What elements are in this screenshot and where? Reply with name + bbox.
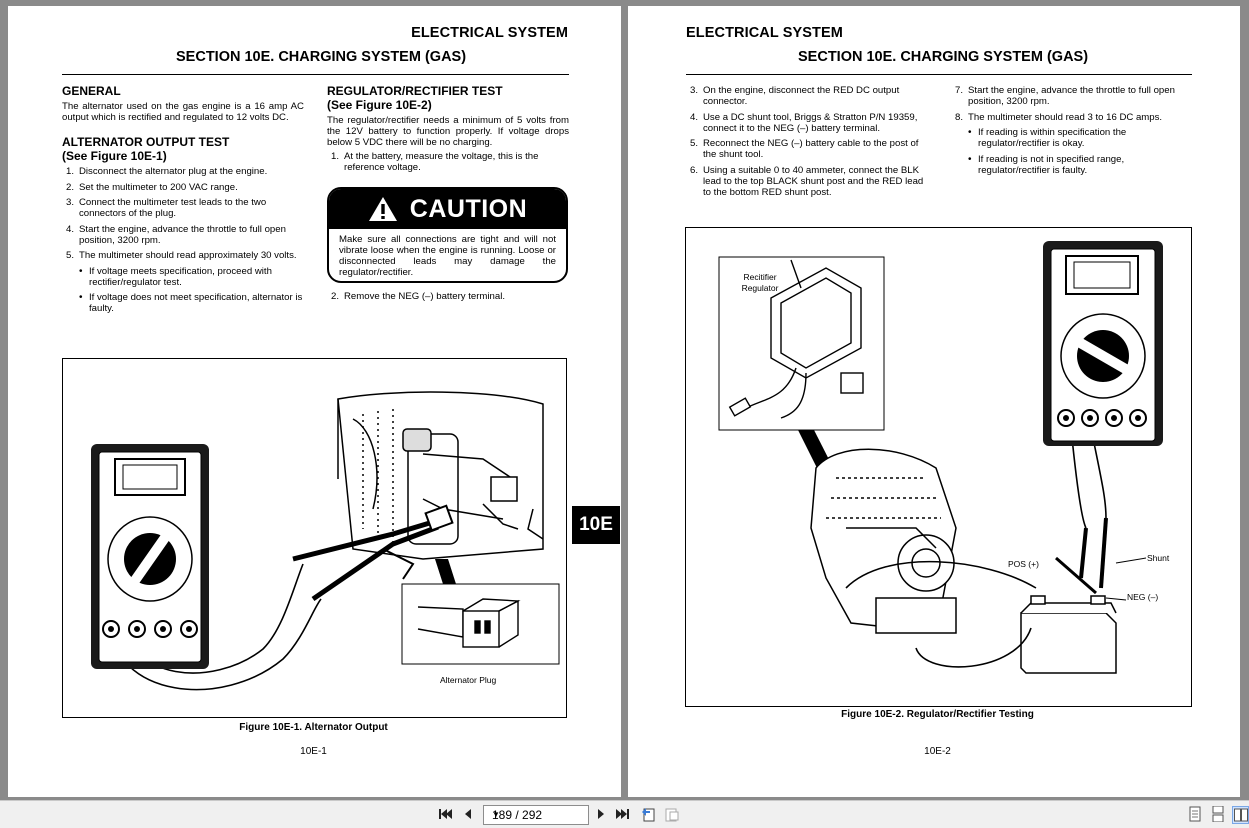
regulator-test-text: The regulator/rectifier needs a minimum … <box>327 115 569 148</box>
back-view-icon <box>642 808 655 822</box>
list-item: 5.The multimeter should read approximate… <box>66 250 297 261</box>
list-item: 2.Remove the NEG (–) battery terminal. <box>331 291 506 302</box>
caution-header: CAUTION <box>329 189 566 229</box>
last-page-button[interactable] <box>615 806 631 822</box>
list-item: 1.At the battery, measure the voltage, t… <box>331 151 539 173</box>
right-section-title: SECTION 10E. CHARGING SYSTEM (GAS) <box>798 49 1089 65</box>
previous-page-icon <box>465 809 471 819</box>
single-page-view-button[interactable] <box>1187 806 1203 822</box>
caution-text: Make sure all connections are tight and … <box>339 234 556 278</box>
list-item: If reading is not in specified range, re… <box>951 154 1192 176</box>
go-back-view-button[interactable] <box>640 806 656 822</box>
figure-alternator-output: Alternator Plug <box>62 358 567 718</box>
alternator-steps: 1.Disconnect the alternator plug at the … <box>62 166 304 261</box>
next-page-button[interactable] <box>593 806 609 822</box>
last-page-icon <box>616 809 629 819</box>
list-item: 1.Disconnect the alternator plug at the … <box>66 166 268 177</box>
left-header-title: ELECTRICAL SYSTEM <box>411 25 568 41</box>
regulator-test-heading: REGULATOR/RECTIFIER TEST <box>327 84 503 98</box>
go-forward-view-button[interactable] <box>664 806 680 822</box>
shunt-label: Shunt <box>1147 553 1170 563</box>
regulator-step-1: 1.At the battery, measure the voltage, t… <box>327 151 569 173</box>
regulator-step-2: 2.Remove the NEG (–) battery terminal. <box>327 291 569 307</box>
alternator-test-subheading: (See Figure 10E-1) <box>62 149 167 163</box>
section-tab: 10E <box>572 506 620 544</box>
right-page: ELECTRICAL SYSTEM SECTION 10E. CHARGING … <box>628 6 1240 797</box>
list-item: 3.On the engine, disconnect the RED DC o… <box>690 85 900 107</box>
alternator-plug-label: Alternator Plug <box>440 675 497 685</box>
neg-label: NEG (–) <box>1127 592 1159 602</box>
alternator-illustration <box>91 391 560 691</box>
figure-regulator-testing: Recitifier Regulator POS (+) Shunt NEG (… <box>685 227 1192 707</box>
right-steps-col-1: 3.On the engine, disconnect the RED DC o… <box>686 85 926 202</box>
right-page-number: 10E-2 <box>924 746 951 757</box>
pos-label: POS (+) <box>1008 559 1039 569</box>
right-bullets: If reading is within specification the r… <box>951 127 1192 176</box>
rectifier-label: Recitifier <box>743 272 777 282</box>
left-page: ELECTRICAL SYSTEM SECTION 10E. CHARGING … <box>8 6 621 797</box>
list-item: 2.Set the multimeter to 200 VAC range. <box>66 181 238 193</box>
regulator-illustration <box>718 241 1163 674</box>
general-text: The alternator used on the gas engine is… <box>62 101 304 123</box>
chevron-down-icon: ▼ <box>492 810 500 819</box>
left-page-number: 10E-1 <box>300 746 327 757</box>
alternator-test-heading: ALTERNATOR OUTPUT TEST <box>62 135 230 149</box>
list-item: 8.The multimeter should read 3 to 16 DC … <box>955 111 1163 123</box>
left-header-rule <box>62 74 569 75</box>
figure-1-caption: Figure 10E-1. Alternator Output <box>239 722 388 733</box>
caution-title: CAUTION <box>409 194 528 223</box>
continuous-page-icon <box>1212 806 1224 822</box>
alternator-bullets: If voltage meets specification, proceed … <box>62 266 304 315</box>
list-item: If voltage does not meet specification, … <box>62 292 304 314</box>
two-page-view-button[interactable] <box>1232 806 1249 824</box>
list-item: 5.Reconnect the NEG (–) battery cable to… <box>690 138 919 160</box>
regulator-label: Regulator <box>741 283 779 293</box>
regulator-test-subheading: (See Figure 10E-2) <box>327 98 432 112</box>
list-item: 6.Using a suitable 0 to 40 ammeter, conn… <box>690 164 924 198</box>
warning-triangle-icon <box>368 197 397 221</box>
right-header-title: ELECTRICAL SYSTEM <box>686 25 843 41</box>
right-header-rule <box>686 74 1192 75</box>
navigation-toolbar: 189 / 292 ▼ <box>0 800 1249 828</box>
page-number-select[interactable]: 189 / 292 ▼ <box>483 805 589 825</box>
page-indicator: 189 / 292 <box>492 808 543 822</box>
previous-page-button[interactable] <box>460 806 476 822</box>
general-heading: GENERAL <box>62 84 121 98</box>
list-item: 4.Start the engine, advance the throttle… <box>66 223 286 246</box>
right-steps-list: 7.Start the engine, advance the throttle… <box>951 85 1192 123</box>
multimeter-drawing <box>91 444 209 669</box>
first-page-button[interactable] <box>437 806 453 822</box>
right-steps-col-2: 7.Start the engine, advance the throttle… <box>951 85 1192 180</box>
list-item: 4.Use a DC shunt tool, Briggs & Stratton… <box>690 111 918 134</box>
continuous-view-button[interactable] <box>1210 806 1226 822</box>
figure-2-caption: Figure 10E-2. Regulator/Rectifier Testin… <box>841 709 1034 720</box>
first-page-icon <box>439 809 452 819</box>
list-item: If voltage meets specification, proceed … <box>62 266 304 288</box>
caution-box: CAUTION Make sure all connections are ti… <box>327 187 568 283</box>
list-item: If reading is within specification the r… <box>951 127 1192 149</box>
list-item: 7.Start the engine, advance the throttle… <box>955 85 1175 107</box>
single-page-icon <box>1189 806 1201 822</box>
left-section-title: SECTION 10E. CHARGING SYSTEM (GAS) <box>176 49 467 65</box>
left-column-1: GENERAL The alternator used on the gas e… <box>62 84 304 319</box>
two-page-icon <box>1233 808 1248 822</box>
multimeter-drawing <box>1043 241 1163 446</box>
list-item: 3.Connect the multimeter test leads to t… <box>66 197 267 219</box>
forward-view-icon <box>665 808 679 822</box>
next-page-icon <box>598 809 604 819</box>
left-column-2: REGULATOR/RECTIFIER TEST (See Figure 10E… <box>327 84 569 178</box>
